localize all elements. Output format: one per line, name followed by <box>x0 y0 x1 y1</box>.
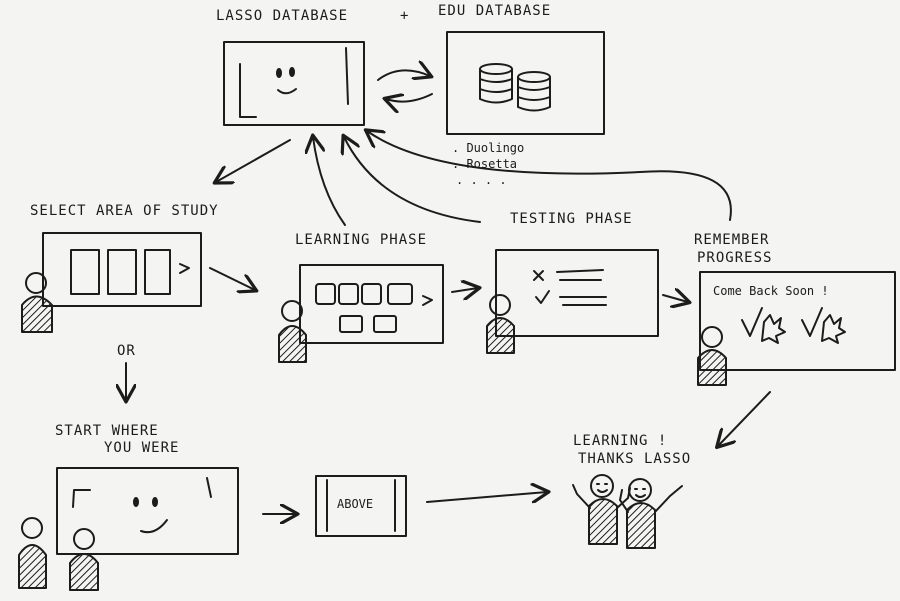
above-label: ABOVE <box>337 497 374 511</box>
celebrating-person-icon <box>572 474 631 545</box>
person-icon <box>18 517 47 589</box>
learning-phase-label: LEARNING PHASE <box>295 232 428 248</box>
person-icon <box>486 294 515 354</box>
arrow-to-remember <box>662 295 688 302</box>
arrow-to-learning <box>209 267 255 290</box>
arrow-to-celebration <box>426 492 547 502</box>
person-icon <box>697 326 727 386</box>
database-cylinder-icon <box>517 71 551 112</box>
person-icon <box>69 528 99 591</box>
person-icon <box>278 300 307 363</box>
progress-label: PROGRESS <box>697 250 773 266</box>
learning-label-line1: LEARNING ! <box>573 433 668 449</box>
database-cylinder-icon <box>479 63 513 104</box>
more-items-ellipsis: . . . . <box>456 173 507 187</box>
lasso-database-label: LASSO DATABASE <box>216 8 349 24</box>
duolingo-item: . Duolingo <box>452 141 525 155</box>
arrow-to-learning-thanks <box>718 391 771 446</box>
sync-arrows <box>377 70 432 101</box>
testing-phase-label: TESTING PHASE <box>510 211 633 227</box>
plus-sign: + <box>400 8 410 24</box>
edu-database-screen <box>446 31 605 135</box>
lasso-database-screen <box>223 41 365 126</box>
edu-database-label: EDU DATABASE <box>438 3 552 19</box>
learning-phase-screen <box>299 264 444 344</box>
remember-label: REMEMBER <box>694 232 770 248</box>
rosetta-item: . Rosetta <box>452 157 518 171</box>
person-icon <box>21 272 53 333</box>
celebrating-person-icon <box>619 478 683 549</box>
learning-label-line2: THANKS LASSO <box>578 451 692 467</box>
come-back-soon-text: Come Back Soon ! <box>713 284 829 298</box>
testing-phase-screen <box>495 249 659 337</box>
flow-arrows-database <box>216 131 732 226</box>
remember-progress-screen <box>699 271 896 371</box>
start-where-label-line1: START WHERE <box>55 423 159 439</box>
arrow-to-testing <box>451 288 478 292</box>
start-where-screen <box>56 467 239 555</box>
select-area-screen <box>42 232 202 307</box>
above-screen <box>315 475 407 537</box>
select-area-label: SELECT AREA OF STUDY <box>30 203 219 219</box>
or-label: OR <box>117 343 136 359</box>
start-where-label-line2: YOU WERE <box>104 440 180 456</box>
